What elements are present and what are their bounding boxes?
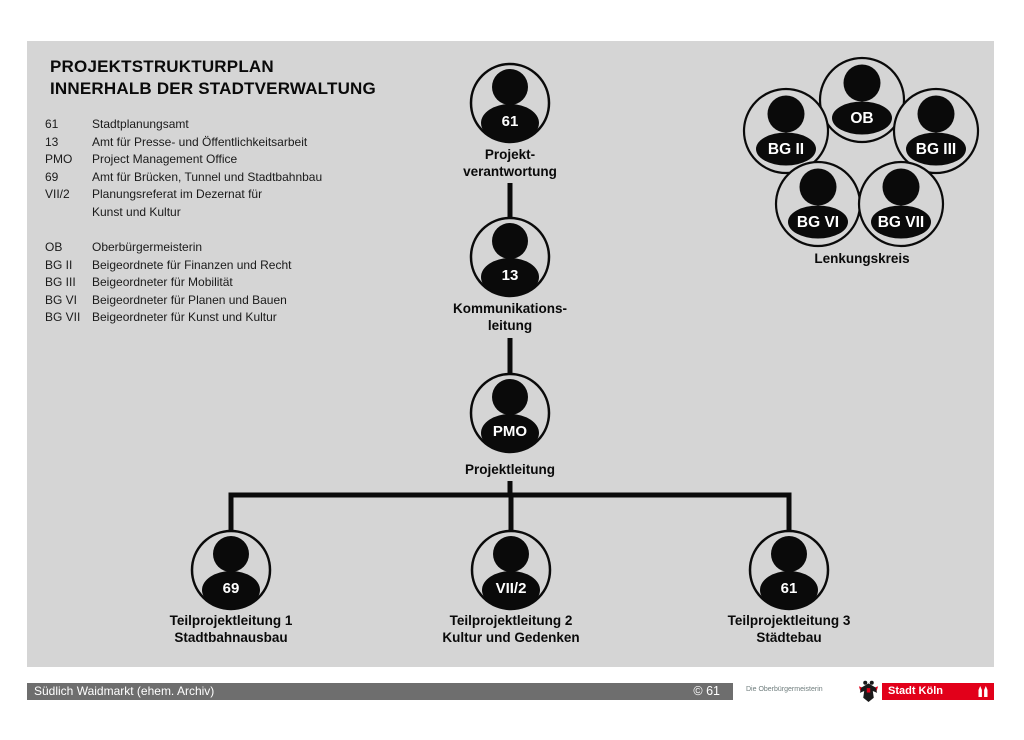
caption-projektleitung: Projektleitung — [400, 461, 620, 478]
node-badge: OB — [850, 110, 873, 127]
node-badge: 13 — [502, 267, 519, 284]
caption-line: verantwortung — [463, 164, 557, 179]
legend-row: 69 Amt für Brücken, Tunnel und Stadtbahnb… — [45, 169, 322, 187]
node-projektverantwortung — [469, 62, 551, 144]
koeln-crest-icon — [858, 680, 879, 703]
legend-row: BG II Beigeordnete für Finanzen und Recht — [45, 257, 291, 275]
caption-teilprojekt-3: Teilprojektleitung 3 Städtebau — [679, 612, 899, 646]
legend-abbr: BG II — [45, 257, 73, 272]
legend-row: BG III Beigeordneter für Mobilität — [45, 274, 291, 292]
legend-desc: Beigeordneter für Kunst und Kultur — [92, 310, 277, 324]
stadt-koeln-logo-text: Stadt Köln — [888, 685, 943, 697]
node-bg7 — [857, 160, 945, 248]
legend-row: 61 Stadtplanungsamt — [45, 116, 322, 134]
caption-line: Teilprojektleitung 2 — [449, 613, 573, 628]
legend-departments: 61 Stadtplanungsamt 13 Amt für Presse- und… — [45, 116, 322, 221]
footer-department: Die Oberbürgermeisterin — [746, 686, 823, 693]
node-kommunikationsleitung — [469, 216, 551, 298]
node-badge: BG VI — [797, 214, 839, 231]
legend-abbr — [45, 204, 92, 222]
caption-lenkungskreis: Lenkungskreis — [814, 251, 910, 266]
legend-abbr: 61 — [45, 117, 59, 131]
node-badge: PMO — [493, 423, 528, 440]
caption-line: Projekt- — [484, 147, 536, 162]
node-bg6 — [774, 160, 862, 248]
node-teilprojekt-1 — [190, 529, 272, 611]
legend-desc: Oberbürgermeisterin — [92, 240, 203, 254]
legend-abbr: OB — [45, 240, 63, 254]
org-connectors — [228, 183, 792, 533]
title-line-1: PROJEKTSTRUKTURPLAN — [50, 57, 274, 76]
caption-teilprojekt-2: Teilprojektleitung 2 Kultur und Gedenken — [401, 612, 621, 646]
legend-desc: Planungsreferat im Dezernat für — [92, 187, 263, 201]
node-projektleitung — [469, 372, 551, 454]
caption-kommunikationsleitung: Kommunikations- leitung — [400, 300, 620, 334]
caption-teilprojekt-1: Teilprojektleitung 1 Stadtbahnausbau — [121, 612, 341, 646]
node-ob — [818, 56, 906, 144]
legend-row: BG VI Beigeordneter für Planen und Bauen — [45, 292, 291, 310]
caption-line: Kultur und Gedenken — [442, 630, 580, 645]
caption-line: Teilprojektleitung 1 — [169, 613, 293, 628]
legend-desc: Amt für Presse- und Öffentlichkeitsarbei… — [92, 134, 308, 149]
caption-line: leitung — [487, 318, 533, 333]
node-badge: 61 — [781, 580, 798, 597]
stadt-koeln-logo: Stadt Köln — [882, 683, 994, 700]
node-bg3 — [892, 87, 980, 175]
legend-abbr: BG VI — [45, 292, 78, 307]
legend-desc: Beigeordneter für Mobilität — [92, 275, 233, 289]
node-badge: 69 — [223, 580, 240, 597]
node-teilprojekt-3 — [748, 529, 830, 611]
title-line-2: INNERHALB DER STADTVERWALTUNG — [50, 78, 376, 98]
legend-abbr: 69 — [45, 169, 59, 184]
legend-row: VII/2 Planungsreferat im Dezernat für — [45, 186, 322, 204]
page-title: PROJEKTSTRUKTURPLAN INNERHALB DER STADTV… — [50, 56, 376, 99]
legend-row: 13 Amt für Presse- und Öffentlichkeitsarb… — [45, 134, 322, 152]
legend-desc: Kunst und Kultur — [92, 204, 181, 219]
caption-line: Projektleitung — [464, 462, 555, 477]
legend-row: Kunst und Kultur — [45, 204, 322, 222]
legend-desc: Amt für Brücken, Tunnel und Stadtbahnbau — [92, 169, 323, 184]
caption-line: Stadtbahnausbau — [174, 630, 288, 645]
node-badge: BG III — [916, 141, 956, 158]
caption-line: Teilprojektleitung 3 — [727, 613, 851, 628]
caption-line: Städtebau — [756, 630, 822, 645]
lenkungskreis-cluster: OB BG II BG III BG VI BG VII — [742, 56, 980, 248]
caption-projektverantwortung: Projekt- verantwortung — [400, 146, 620, 180]
legend-desc: Beigeordneter für Planen und Bauen — [92, 292, 287, 307]
caption-line: Kommunikations- — [452, 301, 567, 316]
footer-bar: Südlich Waidmarkt (ehem. Archiv) © 61 — [27, 683, 733, 700]
legend-board: OB Oberbürgermeisterin BG II Beigeordnete … — [45, 239, 291, 327]
legend-row: PMO Project Management Office — [45, 151, 322, 169]
cathedral-icon — [978, 686, 988, 697]
legend-desc: Beigeordnete für Finanzen und Recht — [92, 257, 292, 272]
legend-desc: Stadtplanungsamt — [92, 117, 189, 131]
node-badge: BG II — [768, 141, 804, 158]
legend-abbr: VII/2 — [45, 187, 70, 201]
legend-abbr: 13 — [45, 134, 59, 149]
node-teilprojekt-2 — [470, 529, 552, 611]
legend-desc: Project Management Office — [92, 152, 238, 166]
legend-abbr: BG III — [45, 275, 76, 289]
legend-row: BG VII Beigeordneter für Kunst und Kultur — [45, 309, 291, 327]
node-badge: 61 — [502, 113, 519, 130]
node-badge: VII/2 — [496, 580, 527, 597]
legend-row: OB Oberbürgermeisterin — [45, 239, 291, 257]
legend-abbr: BG VII — [45, 310, 81, 324]
footer-copyright: © 61 — [693, 684, 720, 698]
node-badge: BG VII — [878, 214, 925, 231]
footer-project-title: Südlich Waidmarkt (ehem. Archiv) — [34, 684, 215, 698]
node-bg2 — [742, 87, 830, 175]
legend-abbr: PMO — [45, 152, 73, 166]
